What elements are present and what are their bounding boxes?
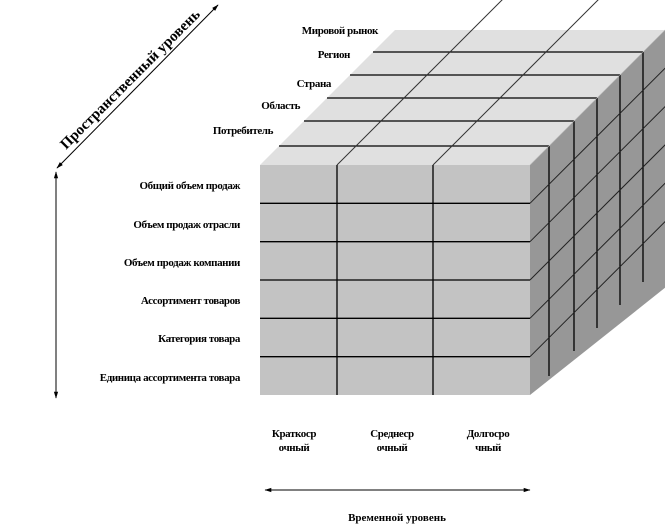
time-level-label: Среднеср xyxy=(370,428,414,440)
product-level-label: Общий объем продаж xyxy=(139,180,240,192)
time-level-label: очный xyxy=(279,442,311,454)
spatial-level-label: Область xyxy=(261,100,300,112)
spatial-axis-arrow xyxy=(56,4,219,169)
side-top-edge xyxy=(529,29,665,166)
top-column-diagonal xyxy=(432,0,599,166)
product-level-label: Объем продаж отрасли xyxy=(133,219,241,231)
time-level-label: очный xyxy=(377,442,409,454)
spatial-level-label: Регион xyxy=(318,49,351,61)
spatial-level-label: Страна xyxy=(297,78,332,90)
cube xyxy=(260,0,665,395)
time-level-label: Краткоср xyxy=(272,428,316,440)
spatial-axis-label: Пространственный уровень xyxy=(58,7,204,153)
time-level-label: Долгосро xyxy=(467,428,511,440)
side-row-diagonal xyxy=(529,67,665,204)
product-level-label: Единица ассортимента товара xyxy=(100,372,241,384)
spatial-level-label: Мировой рынок xyxy=(302,25,379,37)
cube-grid-lines xyxy=(260,0,665,395)
product-level-label: Ассортимент товаров xyxy=(141,295,241,307)
side-row-diagonal xyxy=(529,220,665,358)
side-row-diagonal xyxy=(529,105,665,243)
side-row-diagonal xyxy=(529,144,665,281)
time-level-labels: Краткоср очный Среднеср очный Долгосро ч… xyxy=(272,428,511,454)
temporal-axis-label: Временной уровень xyxy=(348,512,446,524)
product-level-label: Объем продаж компании xyxy=(124,257,241,269)
top-column-diagonal xyxy=(336,0,503,166)
product-level-label: Категория товара xyxy=(158,333,241,345)
spatial-level-labels: Мировой рынок Регион Страна Область Потр… xyxy=(213,25,380,137)
side-row-diagonal xyxy=(529,182,665,319)
spatial-level-label: Потребитель xyxy=(213,125,274,137)
product-level-labels: Общий объем продаж Объем продаж отрасли … xyxy=(100,180,242,384)
time-level-label: чный xyxy=(475,442,502,454)
